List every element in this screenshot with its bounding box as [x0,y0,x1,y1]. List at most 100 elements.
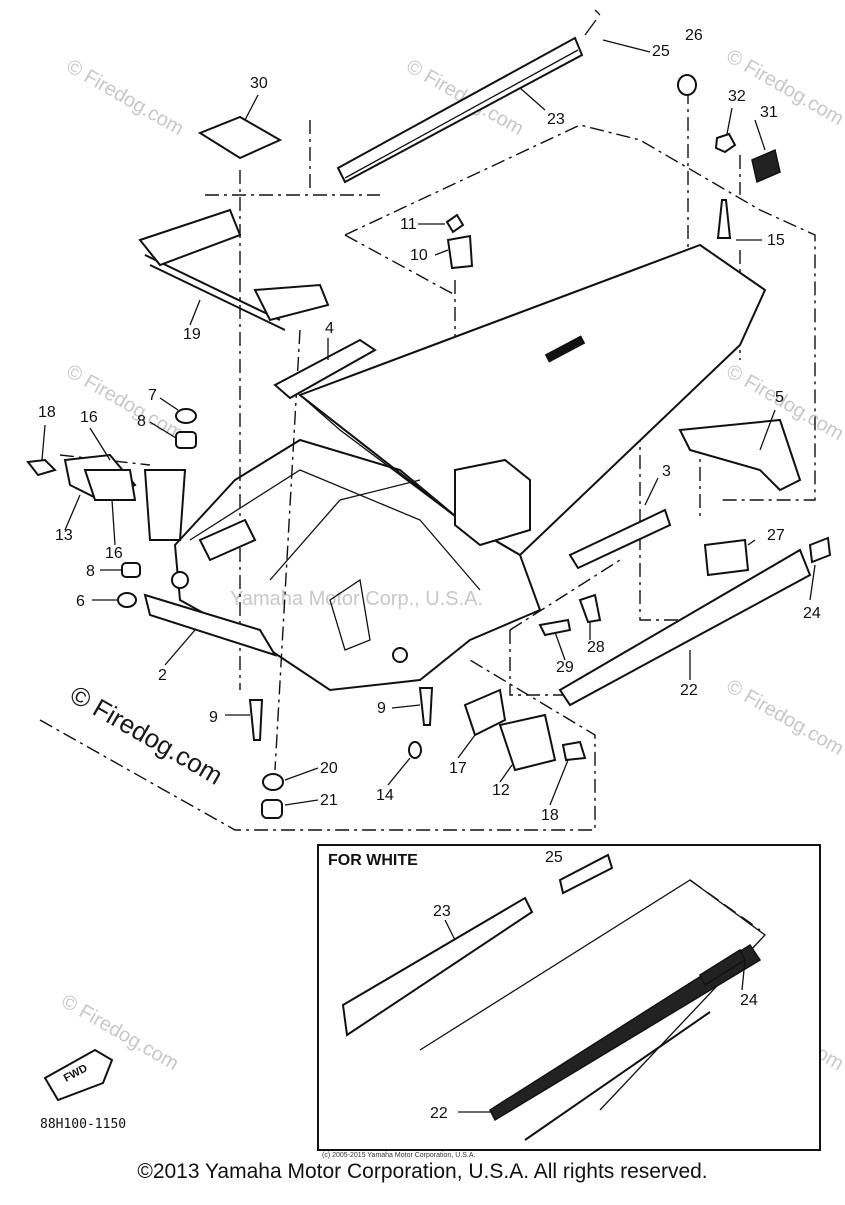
part-6-bushing [118,593,136,607]
leader [190,300,200,325]
inset-fineprint: (c) 2005-2015 Yamaha Motor Corporation, … [322,1152,475,1159]
callout-32: 32 [728,88,746,105]
leader [392,705,420,708]
callout-7: 7 [148,387,157,404]
callout-9: 9 [377,700,386,717]
leader [42,425,45,460]
part-28-clip [580,595,600,622]
part-32-nut [716,134,735,152]
leader [285,768,318,780]
callout-29: 29 [556,659,574,676]
callout-31: 31 [760,104,778,121]
watermark-dark: © Firedog.com [65,679,228,790]
callout-27: 27 [767,527,785,544]
inset-title: FOR WHITE [328,852,418,869]
callout-9: 9 [209,709,218,726]
callout-13: 13 [55,527,73,544]
leader [458,735,475,758]
callout-23: 23 [547,111,565,128]
part-19-grab-bar [140,210,328,330]
callout-10: 10 [410,247,428,264]
leader [65,495,80,530]
part-24-decal [810,538,830,562]
part-30-pad [200,117,280,158]
callout-16: 16 [105,545,123,562]
part-18-bolt-lower [563,742,585,760]
callout-18: 18 [38,404,56,421]
inset-callout-24: 24 [740,992,758,1009]
part-8-bushing-upper [176,432,196,448]
callout-2: 2 [158,667,167,684]
frame-hole [393,648,407,662]
part-9-bolt-left [250,700,262,740]
part-14-washer [409,742,421,758]
leader [388,758,410,785]
watermark: © Firedog.com [723,675,845,760]
rail-cover-shape [338,38,582,182]
part-5-rear-bracket [680,420,800,490]
callout-8: 8 [86,563,95,580]
part-15-pin [718,200,730,238]
part-12-flange [500,715,555,770]
grab-bar-plate-right [255,285,328,320]
inset-for-white: FOR WHITE 25 23 24 22 (c) 2005-2015 Yama… [318,845,820,1159]
callout-22: 22 [680,682,698,699]
leader [435,250,448,255]
fwd-arrow: FWD [45,1050,112,1100]
part-code: 88H100-1150 [40,1117,126,1132]
part-21-cup [262,800,282,818]
frame-bracket [200,520,255,560]
inset-callout-23: 23 [433,903,451,920]
callout-11: 11 [400,216,417,233]
part-16-spindle [145,470,185,540]
callout-14: 14 [376,787,394,804]
watermark-center: Yamaha Motor Corp., U.S.A. [230,588,483,610]
leader [810,565,815,600]
callout-8: 8 [137,413,146,430]
frame-tank-mount [455,460,530,545]
lower-parts [250,688,585,818]
callout-21: 21 [320,792,338,809]
rail-cover-edge [345,50,578,178]
part-23-rail-cover [338,10,600,182]
leader [603,40,650,52]
leader [645,478,658,505]
inset-callout-22: 22 [430,1105,448,1122]
part-7-bushing [176,409,196,423]
callout-12: 12 [492,782,510,799]
leader [112,500,115,545]
part-27-decal [705,540,748,575]
callout-16: 16 [80,409,98,426]
outline-upper-left [345,235,455,295]
part-8-bushing-lower [122,563,140,577]
callout-25: 25 [652,43,670,60]
frame-cross-2 [270,480,420,580]
leader [500,765,512,782]
callout-5: 5 [775,389,784,406]
part-11-nut [447,215,463,232]
callout-19: 19 [183,326,201,343]
watermark: © Firedog.com [63,360,188,445]
copyright-notice: ©2013 Yamaha Motor Corporation, U.S.A. A… [0,1160,845,1184]
watermark: © Firedog.com [63,55,188,140]
part-16-gasket [85,470,135,500]
callout-17: 17 [449,760,467,777]
leader [285,800,318,805]
callout-18: 18 [541,807,559,824]
leader [165,630,195,665]
part-26-cap [678,75,696,95]
callout-30: 30 [250,75,268,92]
callout-26: 26 [685,27,703,44]
leader [160,398,178,410]
grab-bar-main [145,255,280,320]
part-31-reflector [752,150,780,182]
callout-28: 28 [587,639,605,656]
part-17-gasket [465,690,505,735]
callout-24: 24 [803,605,821,622]
leader [550,760,568,805]
rail-cover-tip [585,10,600,35]
inset-callout-25: 25 [545,849,563,866]
callout-6: 6 [76,593,85,610]
callout-15: 15 [767,232,785,249]
